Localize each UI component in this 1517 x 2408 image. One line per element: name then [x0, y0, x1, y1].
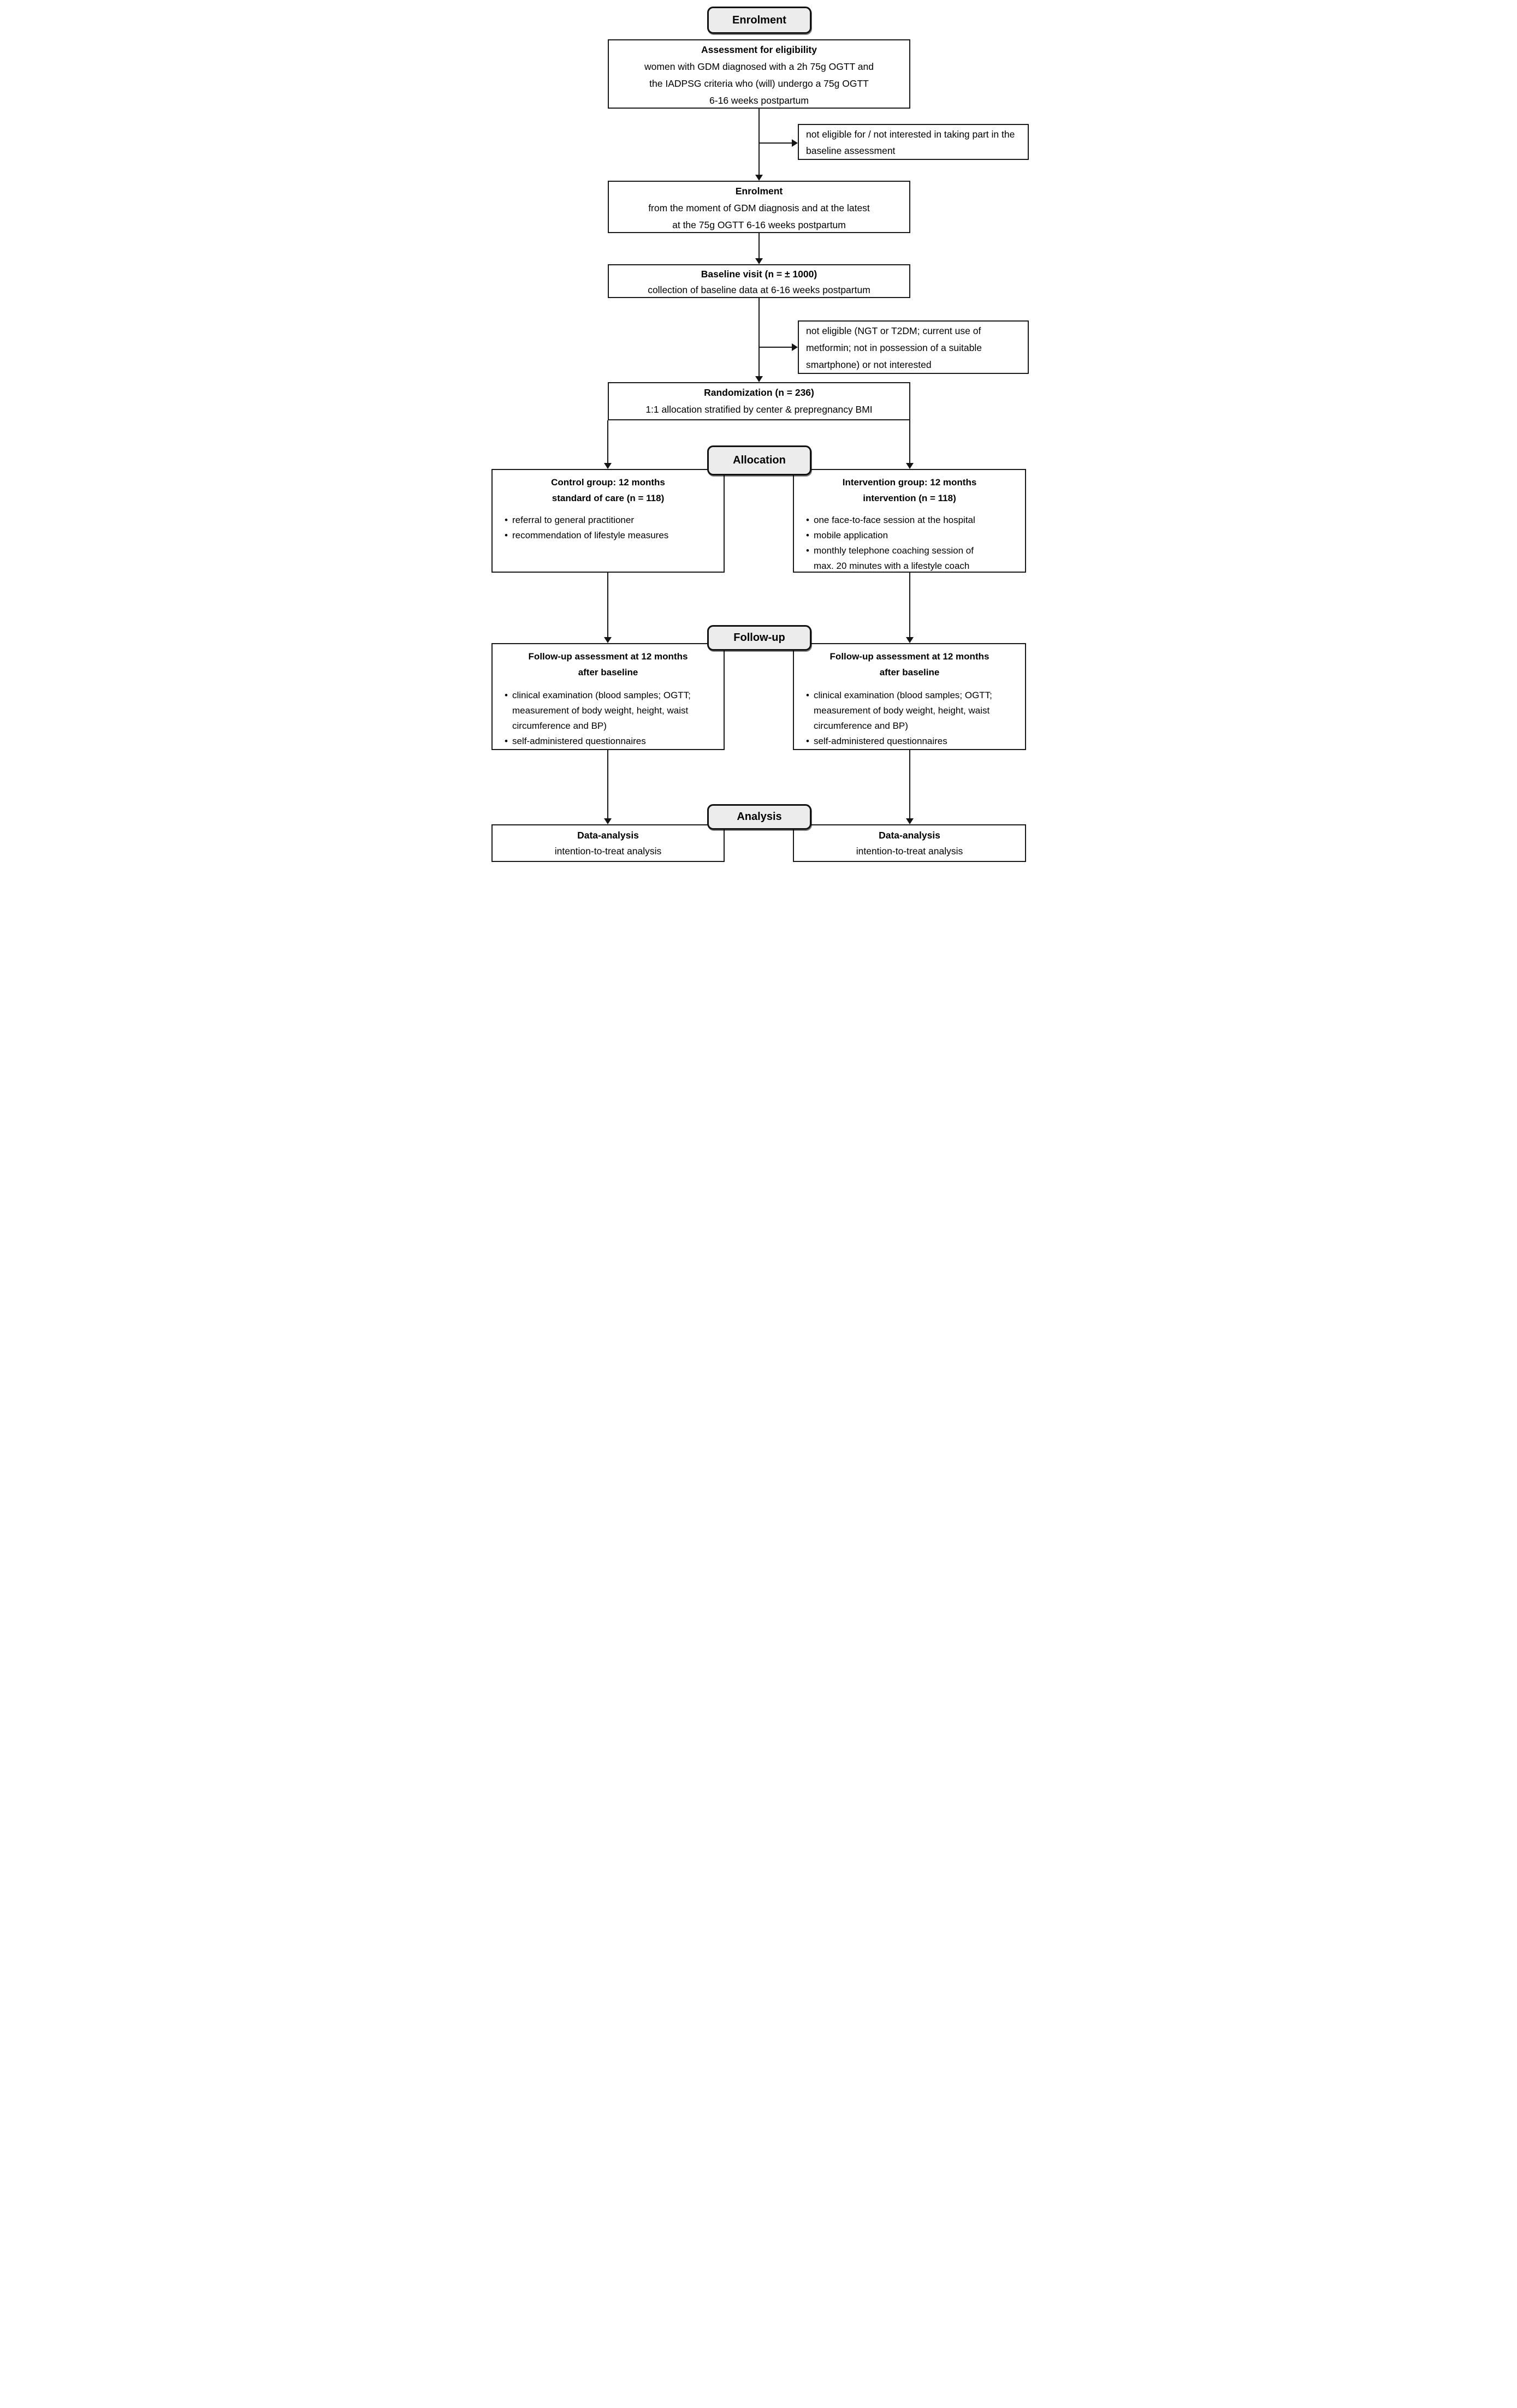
list-item: mobile application [802, 528, 1017, 543]
stage-allocation-text: Allocation [733, 454, 786, 466]
followup-intervention-title-line: after baseline [879, 667, 940, 677]
stage-allocation-label: Allocation [707, 445, 811, 475]
arrow-down-icon [906, 463, 914, 469]
baseline-title: Baseline visit (n = ± 1000) [701, 269, 817, 280]
list-item: clinical examination (blood samples; OGT… [802, 688, 996, 734]
followup-control-bullet-text: clinical examination (blood samples; OGT… [512, 690, 691, 731]
list-item: self-administered questionnaires [802, 734, 1017, 749]
intervention-group-box: Intervention group: 12 months interventi… [793, 469, 1026, 573]
bullet-icon [802, 513, 814, 528]
data-analysis-intervention-line: intention-to-treat analysis [856, 846, 963, 857]
connector-followup-to-analysis-control-line [607, 750, 608, 818]
followup-control-bullet-list: clinical examination (blood samples; OGT… [500, 688, 716, 749]
bullet-icon [500, 528, 512, 543]
followup-control-title-line: Follow-up assessment at 12 months [528, 651, 688, 662]
baseline-visit-box: Baseline visit (n = ± 1000) collection o… [608, 264, 910, 298]
followup-intervention-bullet-text: clinical examination (blood samples; OGT… [814, 690, 992, 731]
enrolment-box: Enrolment from the moment of GDM diagnos… [608, 181, 910, 233]
stage-followup-text: Follow-up [733, 632, 785, 644]
assessment-title: Assessment for eligibility [701, 44, 817, 55]
control-bullet-text: referral to general practitioner [512, 515, 635, 525]
arrow-down-icon [755, 175, 763, 181]
assessment-eligibility-box: Assessment for eligibility women with GD… [608, 39, 910, 109]
list-item: monthly telephone coaching session of ma… [802, 543, 986, 574]
connector-to-not-eligible-randomization-line [759, 347, 792, 348]
bullet-icon [802, 688, 814, 734]
arrow-down-icon [755, 376, 763, 382]
bullet-icon [500, 513, 512, 528]
intervention-bullet-list: one face-to-face session at the hospital… [802, 513, 1017, 574]
control-bullet-list: referral to general practitioner recomme… [500, 513, 716, 543]
enrolment-line: at the 75g OGTT 6-16 weeks postpartum [672, 219, 846, 230]
followup-intervention-bullet-text: self-administered questionnaires [814, 736, 947, 746]
control-title-line: standard of care (n = 118) [552, 493, 665, 503]
connector-assessment-to-enrolment-line [758, 109, 760, 175]
data-analysis-intervention-box: Data-analysis intention-to-treat analysi… [793, 824, 1026, 862]
arrow-down-icon [604, 818, 612, 824]
intervention-bullet-text: monthly telephone coaching session of ma… [814, 545, 974, 571]
connector-randomization-to-intervention-line [909, 420, 910, 463]
randomization-line: 1:1 allocation stratified by center & pr… [645, 404, 873, 415]
randomization-title: Randomization (n = 236) [704, 387, 814, 398]
stage-followup-label: Follow-up [707, 625, 811, 651]
connector-intervention-to-followup-line [909, 573, 910, 637]
intervention-bullet-text: one face-to-face session at the hospital [814, 515, 975, 525]
not-eligible-baseline-box: not eligible for / not interested in tak… [798, 124, 1029, 160]
connector-control-to-followup-line [607, 573, 608, 637]
trial-flow-diagram: Enrolment Allocation Follow-up Analysis … [485, 0, 1032, 867]
stage-analysis-label: Analysis [707, 804, 811, 830]
intervention-title-line: intervention (n = 118) [863, 493, 956, 503]
arrow-down-icon [604, 637, 612, 643]
assessment-line: women with GDM diagnosed with a 2h 75g O… [644, 61, 874, 72]
connector-baseline-to-randomization-line [758, 298, 760, 376]
followup-intervention-title-line: Follow-up assessment at 12 months [829, 651, 989, 662]
bullet-icon [802, 734, 814, 749]
data-analysis-intervention-title: Data-analysis [879, 830, 940, 841]
not-eligible-baseline-text: not eligible for / not interested in tak… [806, 129, 1015, 156]
not-eligible-randomization-box: not eligible (NGT or T2DM; current use o… [798, 320, 1029, 374]
connector-to-not-eligible-baseline-line [759, 142, 792, 144]
enrolment-line: from the moment of GDM diagnosis and at … [648, 203, 870, 213]
followup-intervention-bullet-list: clinical examination (blood samples; OGT… [802, 688, 1017, 749]
connector-enrolment-to-baseline-line [758, 233, 760, 258]
followup-intervention-box: Follow-up assessment at 12 months after … [793, 643, 1026, 750]
bullet-icon [802, 543, 814, 574]
assessment-line: the IADPSG criteria who (will) undergo a… [649, 78, 869, 89]
list-item: one face-to-face session at the hospital [802, 513, 1017, 528]
assessment-line: 6-16 weeks postpartum [709, 95, 809, 106]
list-item: self-administered questionnaires [500, 734, 716, 749]
data-analysis-control-title: Data-analysis [577, 830, 639, 841]
control-title-line: Control group: 12 months [551, 477, 665, 487]
data-analysis-control-box: Data-analysis intention-to-treat analysi… [491, 824, 725, 862]
intervention-title-line: Intervention group: 12 months [842, 477, 977, 487]
arrow-down-icon [906, 637, 914, 643]
arrow-down-icon [755, 258, 763, 264]
randomization-box: Randomization (n = 236) 1:1 allocation s… [608, 382, 910, 420]
arrow-down-icon [906, 818, 914, 824]
arrow-right-icon [792, 343, 798, 351]
arrow-right-icon [792, 139, 798, 147]
stage-enrolment-text: Enrolment [732, 14, 786, 26]
data-analysis-control-line: intention-to-treat analysis [554, 846, 662, 857]
followup-control-title-line: after baseline [578, 667, 638, 677]
bullet-icon [500, 734, 512, 749]
followup-control-bullet-text: self-administered questionnaires [512, 736, 646, 746]
list-item: referral to general practitioner [500, 513, 716, 528]
followup-control-box: Follow-up assessment at 12 months after … [491, 643, 725, 750]
connector-followup-to-analysis-intervention-line [909, 750, 910, 818]
connector-randomization-to-control-line [607, 420, 608, 463]
list-item: recommendation of lifestyle measures [500, 528, 716, 543]
baseline-line: collection of baseline data at 6-16 week… [648, 284, 870, 295]
list-item: clinical examination (blood samples; OGT… [500, 688, 695, 734]
intervention-bullet-text: mobile application [814, 530, 888, 540]
enrolment-title: Enrolment [735, 186, 783, 197]
stage-enrolment-label: Enrolment [707, 7, 811, 34]
control-group-box: Control group: 12 months standard of car… [491, 469, 725, 573]
arrow-down-icon [604, 463, 612, 469]
stage-analysis-text: Analysis [737, 811, 782, 823]
not-eligible-randomization-text: not eligible (NGT or T2DM; current use o… [806, 325, 982, 370]
bullet-icon [802, 528, 814, 543]
control-bullet-text: recommendation of lifestyle measures [512, 530, 669, 540]
bullet-icon [500, 688, 512, 734]
